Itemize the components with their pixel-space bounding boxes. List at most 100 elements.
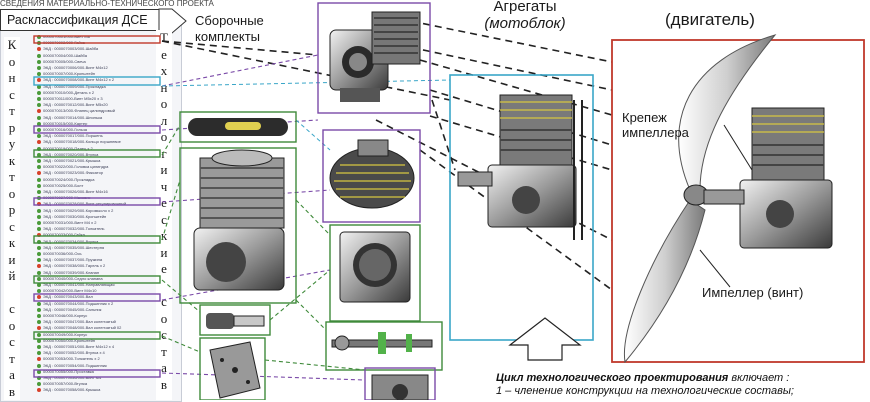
tree-row-label: ЭКД : 0000070058/000-Крышка (43, 387, 101, 393)
tree-row[interactable]: ЭКД : 0000070009/000-Прокладка (37, 84, 106, 89)
tree-row[interactable]: ЭКД : 0000070035/000-Шестерня (37, 245, 104, 250)
tree-row-label: ЭКД : 0000070012/000-Винт М5х20 (43, 102, 108, 108)
tree-row[interactable]: ЭКД : 0000070012/000-Винт М5х20 (37, 102, 108, 107)
status-dot-icon (37, 121, 41, 126)
status-dot-icon (37, 65, 41, 70)
vertical-letter: т (9, 350, 15, 366)
tree-row[interactable]: 0000070046/000-Корпус (37, 313, 87, 318)
tree-row[interactable]: ЭКД : 0000070023/000-Фиксатор (37, 170, 103, 175)
status-dot-icon (37, 357, 41, 362)
tree-row-label: 0000070022/000-Головка цилиндра (43, 164, 109, 170)
tree-row-label: 0000070025/000-Болт (43, 182, 84, 188)
tree-row[interactable]: ЭКД : 0000070014/000-Шпилька (37, 115, 102, 120)
tree-row[interactable]: 0000070010/000-Деталь х 2 (37, 90, 94, 95)
tree-row[interactable]: ЭКД : 0000070045/000-Сальник (37, 307, 101, 312)
tree-row[interactable]: ЭКД : 0000070017/000-Поршень (37, 133, 103, 138)
tree-row[interactable]: 0000070015/000-Картер (37, 121, 87, 126)
tree-row[interactable]: ЭКД : 0000070037/000-Пружина (37, 257, 102, 262)
status-dot-icon (37, 84, 41, 89)
plate-frame (199, 337, 266, 400)
impeller-label: Импеллер (винт) (702, 285, 804, 300)
tree-row-label: ЭКД : 0000070038/000-Тарель х 2 (43, 263, 106, 269)
tree-row[interactable]: ЭКД : 0000070052/000-Втулка х 4 (37, 350, 105, 355)
tree-row[interactable]: ЭКД : 0000070032/000-Толкатель (37, 226, 104, 231)
status-dot-icon (37, 320, 41, 325)
tree-row-label: 0000070046/000-Корпус (43, 313, 88, 318)
tree-row[interactable]: ЭКД : 0000070038/000-Тарель х 2 (37, 263, 105, 268)
tree-row[interactable]: 0000070013/000-Фланец цилиндровый (37, 108, 115, 113)
tree-row-label: 0000070016/000-Гильза (43, 127, 88, 132)
tree-row[interactable]: 0000070025/000-Болт (37, 183, 83, 188)
tree-row-label: 0000070049/000-Корпус (43, 331, 88, 337)
cycle-arrow-icon (508, 317, 582, 361)
tree-row-label: 0000070005/000-Свеча (43, 58, 86, 64)
tree-row[interactable]: 0000070004/000-Шайба (37, 53, 87, 58)
tree-row[interactable]: ЭКД : 0000070044/000-Подшипник х 2 (37, 301, 113, 306)
tree-row[interactable]: 0000070011/000-Винт М5х20 х 3 (37, 96, 103, 101)
tree-row[interactable]: 0000070022/000-Головка цилиндра (37, 164, 108, 169)
vertical-letter: с (9, 301, 15, 316)
footer-text: Цикл технологического проектирования вкл… (496, 372, 794, 397)
tree-row[interactable]: ЭКД : 0000070030/000-Кронштейн (37, 214, 106, 219)
tree-row[interactable]: ЭКД : 0000070047/000-Вал коленчатый (37, 319, 116, 324)
assembly-kits-label: Сборочные комплекты (195, 13, 264, 44)
tree-row[interactable]: 0000070057/000-Втулка (37, 381, 87, 386)
tree-row[interactable]: ЭКД : 0000070051/000-Винт М4х12 х 4 (37, 344, 114, 349)
tree-row[interactable]: 0000070019/000-Палец х 2 (37, 146, 93, 151)
tree-row-label: ЭКД : 0000070047/000-Вал коленчатый (43, 319, 116, 325)
tree-row[interactable]: 0000070016/000-Гильза (37, 127, 87, 132)
tree-row[interactable]: ЭКД : 0000070003/000-Шайба (37, 46, 98, 51)
tree-row[interactable]: 0000070040/000-Седло клапана (37, 276, 103, 281)
tree-row[interactable]: 0000070049/000-Корпус (37, 332, 87, 337)
vertical-letter: и (160, 162, 168, 177)
tree-row[interactable]: ЭКД : 0000070043/000-Вал (37, 294, 93, 299)
tree-row[interactable]: ЭКД : 0000070026/000-Винт М4х16 (37, 189, 108, 194)
bushing-frame (199, 304, 271, 336)
tree-row[interactable]: ЭКД : 0000070006/000-Винт М4х12 (37, 65, 108, 70)
vertical-letter: а (9, 367, 15, 382)
product-label: (двигатель) (665, 10, 755, 29)
cylinder-part (193, 149, 285, 291)
tree-row-label: ЭКД : 0000070029/000-Коромысло х 2 (43, 207, 114, 213)
tree-row[interactable]: ЭКД : 0000070034/000-Втулка (37, 239, 98, 244)
classification-title-box: Расклассификация ДСЕ (0, 9, 160, 31)
tree-row-label: ЭКД : 0000070032/000-Толкатель (43, 226, 105, 232)
status-dot-icon (37, 363, 41, 368)
vertical-letter: н (160, 79, 168, 95)
tree-row[interactable]: ЭКД : 0000070018/000-Кольцо поршневое (37, 139, 121, 144)
status-dot-icon (37, 295, 41, 300)
status-dot-icon (37, 282, 41, 287)
tree-row[interactable]: ЭКД : 0000070041/000-Направляющая (37, 282, 115, 287)
tree-row[interactable]: ЭКД : 0000070048/000-Вал коленчатый 02 (37, 325, 121, 330)
vertical-letter: е (161, 46, 167, 62)
tree-row[interactable]: 0000070055/000-Проставка (37, 369, 94, 374)
header-strip: СВЕДЕНИЯ МАТЕРИАЛЬНО-ТЕХНИЧЕСКОГО ПРОЕКТ… (0, 0, 245, 8)
tree-row[interactable]: 0000070050/000-Кронштейн (37, 338, 95, 343)
tree-row[interactable]: ЭКД : 0000070058/000-Крышка (37, 387, 100, 392)
tree-row[interactable]: 0000070036/000-Ось (37, 251, 82, 256)
status-dot-icon (37, 375, 41, 380)
tree-row[interactable]: 0000070024/000-Прокладка (37, 177, 94, 182)
tree-row[interactable]: ЭКД : 0000070021/000-Крышка (37, 158, 100, 163)
tree-row[interactable]: 0000070031/000-Винт М4 х 2 (37, 220, 96, 225)
tree-row-label: ЭКД : 0000070020/000-Втулка (43, 151, 99, 157)
tree-row-label: 0000070040/000-Седло клапана (43, 275, 103, 281)
tree-row[interactable]: 0000070007/000-Кронштейн (37, 71, 95, 76)
tree-row[interactable]: 0000070053/000-Толкатель х 2 (37, 356, 100, 361)
tree-row[interactable]: 0000070005/000-Свеча (37, 59, 86, 64)
tree-row[interactable]: 0000070042/000-Винт М4х10 (37, 288, 96, 293)
status-dot-icon (37, 109, 41, 114)
tree-row[interactable]: ЭКД : 0000070039/000-Клапан (37, 270, 99, 275)
tree-row[interactable]: ЭКД : 0000070008/000-Винт М4х12 х 2 (37, 77, 114, 82)
tree-row[interactable]: ЭКД : 0000070029/000-Коромысло х 2 (37, 208, 113, 213)
status-dot-icon (37, 276, 41, 281)
tree-row[interactable]: ЭКД : 0000070020/000-Втулка (37, 152, 98, 157)
tree-row[interactable]: ЭКД : 0000070054/000-Подшипник (37, 363, 107, 368)
status-dot-icon (37, 177, 41, 182)
tree-row-label: 0000070055/000-Проставка (43, 368, 94, 374)
tree-row-label: ЭКД : 0000070039/000-Клапан (43, 269, 100, 275)
vertical-letter: с (9, 218, 15, 234)
vertical-letter: с (9, 334, 15, 349)
